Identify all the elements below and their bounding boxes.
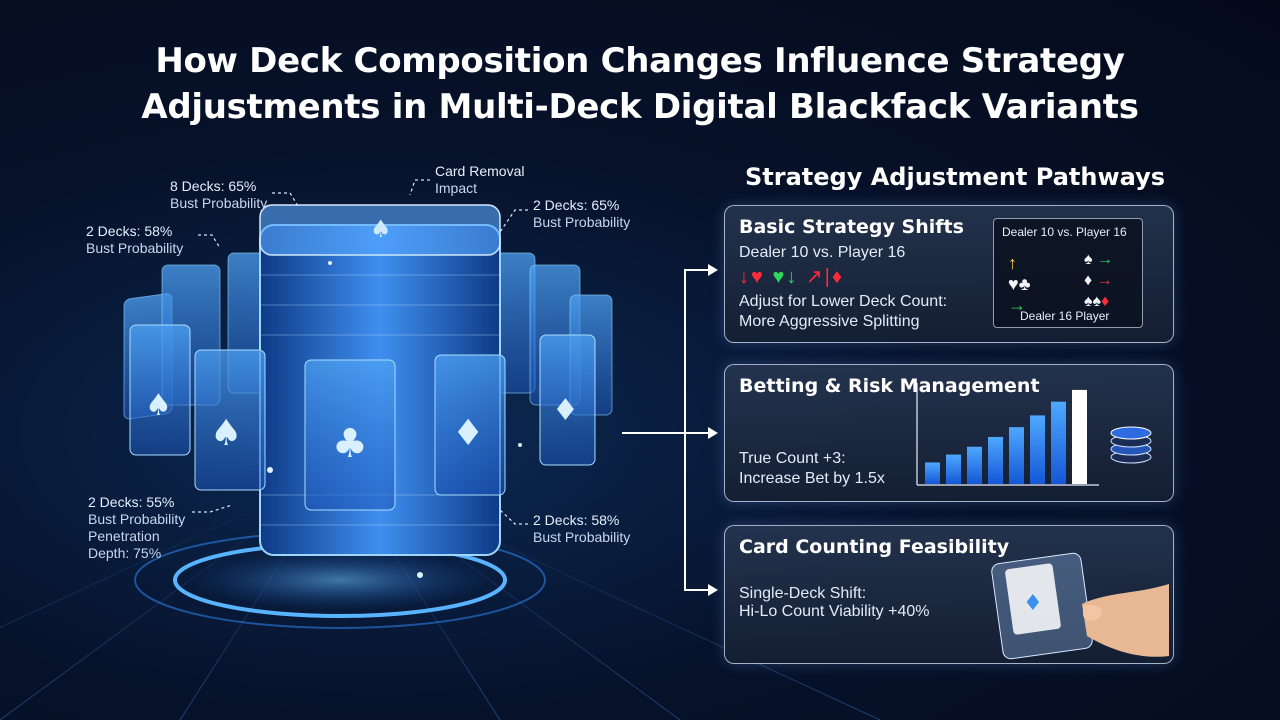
betting-line-1: True Count +3: — [739, 450, 846, 467]
arrow-icon — [622, 269, 712, 591]
panel-card-counting: Card Counting Feasibility Single-Deck Sh… — [724, 525, 1174, 664]
title-line-2: Adjustments in Multi-Deck Digital Blackf… — [141, 87, 1139, 127]
divider-icon: | — [824, 266, 832, 288]
mini-chart-right-symbols: ♠ → ♦ → ♠♠♦ — [1084, 249, 1113, 312]
bet-chart — [916, 383, 1099, 486]
deck-top — [259, 204, 501, 256]
basic-strategy-subtitle: Dealer 10 vs. Player 16 — [739, 244, 906, 261]
bet-bar — [946, 454, 961, 484]
counting-line-2: Hi-Lo Count Viability +40% — [739, 603, 930, 620]
spade-icon: ♠ — [1084, 251, 1093, 268]
diamond-icon: ♦ — [1101, 293, 1110, 310]
heart-icon: ♥ — [772, 266, 787, 288]
bet-bar — [925, 462, 940, 484]
mini-chart-bottom-label: Dealer 16 Player — [1020, 309, 1110, 323]
basic-strategy-line-1: Adjust for Lower Deck Count: — [739, 293, 948, 310]
arrow-right-icon: → — [1008, 295, 1026, 315]
bet-bar — [1030, 415, 1045, 484]
arrow-up-right-icon: ↗ — [805, 266, 825, 288]
title-line-1: How Deck Composition Changes Influence S… — [155, 41, 1125, 81]
callout-2-decks-58-left: 2 Decks: 58% Bust Probability — [86, 223, 184, 256]
page-title: How Deck Composition Changes Influence S… — [0, 38, 1280, 130]
strategy-symbols: ↓♥ ♥↓ ↗|♦ — [739, 264, 844, 289]
arrow-down-icon: ↓ — [739, 266, 751, 288]
pathways-title: Strategy Adjustment Pathways — [745, 163, 1165, 191]
diamond-icon: ♦ — [831, 266, 845, 288]
spade-icon: ♠ — [210, 413, 242, 454]
heart-icon: ♥ — [1008, 274, 1019, 294]
callout-card-removal: Card Removal Impact — [435, 163, 525, 196]
callout-2-decks-55: 2 Decks: 55% Bust Probability Penetratio… — [88, 494, 186, 561]
arrow-down-icon: ↓ — [786, 266, 799, 288]
panel-basic-strategy: Basic Strategy Shifts Dealer 10 vs. Play… — [724, 205, 1174, 343]
callout-2-decks-65: 2 Decks: 65% Bust Probability — [533, 197, 631, 230]
playing-card — [1005, 563, 1061, 635]
diamond-icon: ♦ — [452, 413, 484, 454]
mini-chart-top-label: Dealer 10 vs. Player 16 — [1002, 225, 1127, 239]
callout-8-decks: 8 Decks: 65% Bust Probability — [170, 178, 268, 211]
bet-bar — [967, 446, 982, 484]
strategy-mini-chart: Dealer 10 vs. Player 16 ↑ ♥♣ → ♠ → ♦ → ♠… — [993, 218, 1143, 328]
deck-illustration: ♠ ♠ ♠ ♣ ♦ ♦ — [123, 204, 613, 629]
spade-icon: ♠♠ — [1084, 293, 1101, 310]
mini-chart-left-symbols: ↑ ♥♣ → — [1008, 253, 1031, 316]
bet-bar — [1051, 401, 1066, 484]
card-fan-front: ♠ ♠ ♣ ♦ ♦ — [129, 324, 596, 511]
club-icon: ♣ — [332, 421, 368, 467]
arrow-right-icon: → — [1096, 272, 1113, 289]
spade-icon: ♠ — [145, 388, 172, 423]
heart-icon: ♥ — [751, 266, 765, 288]
club-icon: ♣ — [1018, 274, 1031, 294]
diamond-icon: ♦ — [1023, 591, 1043, 616]
chip-stack-icon — [1110, 426, 1152, 464]
panel-betting: Betting & Risk Management True Count +3:… — [724, 364, 1174, 502]
arrow-up-icon: ↑ — [1008, 253, 1017, 273]
arrow-right-icon: → — [1096, 251, 1113, 268]
basic-strategy-line-2: More Aggressive Splitting — [739, 313, 920, 330]
basic-strategy-title: Basic Strategy Shifts — [739, 216, 964, 238]
betting-title: Betting & Risk Management — [739, 375, 1040, 397]
hand-icon — [1082, 584, 1169, 657]
bet-bar — [988, 436, 1003, 484]
spade-icon: ♠ — [370, 215, 392, 243]
callout-2-decks-58-right: 2 Decks: 58% Bust Probability — [533, 512, 631, 545]
counting-line-1: Single-Deck Shift: — [739, 585, 867, 602]
diamond-icon: ♦ — [552, 393, 579, 428]
diamond-icon: ♦ — [1084, 272, 1093, 289]
bet-bar — [1009, 427, 1024, 484]
counting-title: Card Counting Feasibility — [739, 536, 1010, 558]
betting-line-2: Increase Bet by 1.5x — [739, 470, 885, 487]
hand-holding-card: ♦ — [991, 552, 1169, 660]
bet-bar — [1072, 389, 1087, 484]
